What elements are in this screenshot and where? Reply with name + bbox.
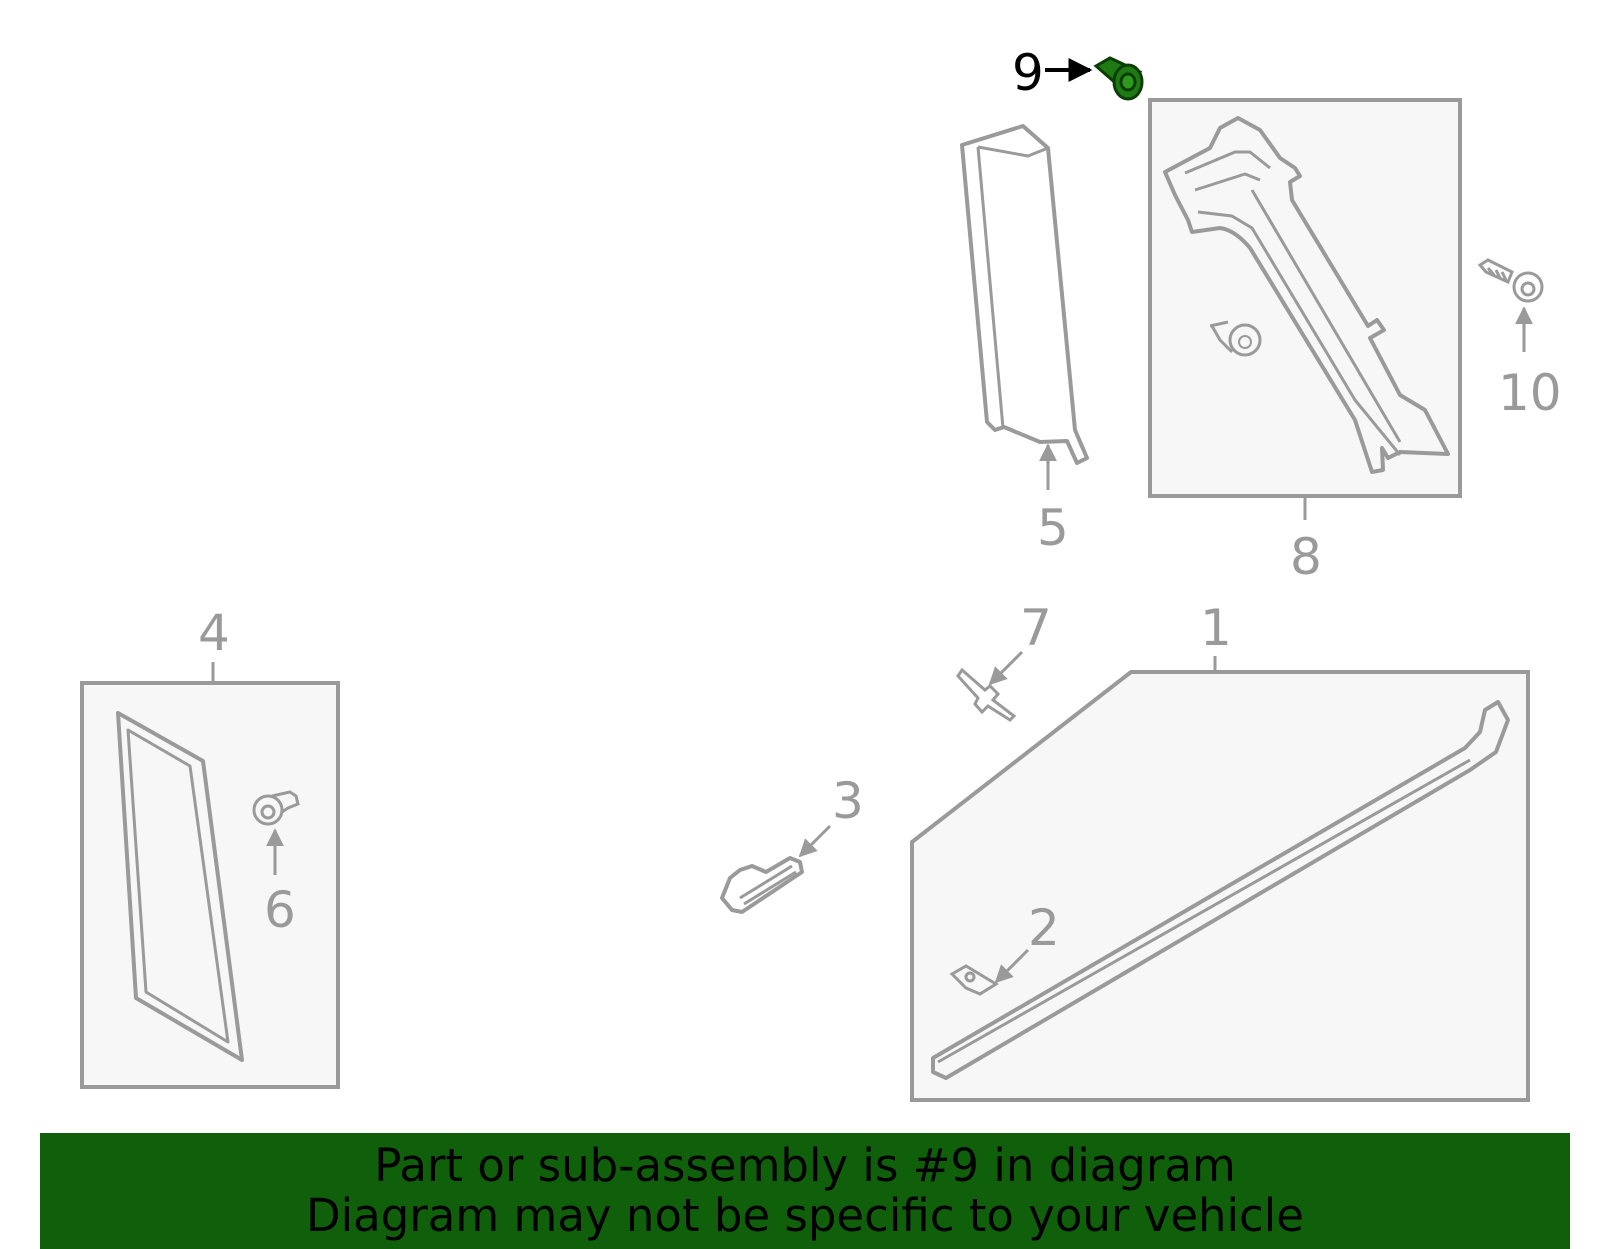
- part-5-inner: [976, 145, 1049, 429]
- banner-line-2: Diagram may not be specific to your vehi…: [306, 1189, 1304, 1242]
- part-4-garnish: [116, 711, 244, 1062]
- part-9-clip[interactable]: 9: [1012, 44, 1144, 102]
- part-1-scuff-plate: [931, 700, 1510, 1080]
- part-6-clip[interactable]: 6: [252, 790, 300, 939]
- part-6-icon: [271, 790, 300, 814]
- callout-5-label: 5: [1037, 499, 1069, 557]
- callout-4-label: 4: [198, 604, 230, 662]
- part-8-clip-icon: [1209, 320, 1234, 354]
- part-2-nut[interactable]: 2: [949, 899, 1060, 996]
- part-7-icon: [956, 667, 1017, 722]
- part-1-assembly[interactable]: 1: [910, 599, 1530, 1102]
- callout-3-label: 3: [832, 772, 864, 830]
- part-2-icon: [949, 964, 999, 996]
- part-8-trim: [1163, 116, 1450, 474]
- part-1-scuff-inner: [937, 758, 1471, 1064]
- part-8-trim-inner: [1184, 150, 1402, 456]
- callout-2-label: 2: [1028, 899, 1060, 957]
- part-4-box: [80, 681, 340, 1089]
- part-7-pin[interactable]: 7: [956, 599, 1052, 722]
- part-1-box: [910, 670, 1530, 1102]
- callout-9-label: 9: [1012, 44, 1044, 102]
- callout-1-label: 1: [1200, 599, 1232, 657]
- part-3-icon: [720, 856, 804, 914]
- callout-6-label: 6: [264, 881, 296, 939]
- callout-2-arrow: [994, 948, 1030, 984]
- part-9-icon: [1093, 56, 1144, 101]
- part-8-assembly[interactable]: 8: [1148, 98, 1462, 586]
- part-5-outline: [960, 124, 1089, 465]
- callout-10-label: 10: [1498, 364, 1562, 422]
- callout-7-arrow: [988, 650, 1024, 686]
- part-5-garnish[interactable]: 5: [960, 124, 1089, 557]
- part-3-cover[interactable]: 3: [720, 772, 864, 914]
- info-banner: Part or sub-assembly is #9 in diagram Di…: [40, 1133, 1570, 1249]
- part-4-garnish-inner: [126, 728, 230, 1044]
- part-3-icon-inner: [739, 864, 797, 906]
- callout-7-label: 7: [1020, 599, 1052, 657]
- part-10-icon: [1477, 258, 1514, 285]
- callout-3-arrow: [798, 824, 832, 858]
- part-4-assembly[interactable]: 4: [80, 604, 340, 1089]
- part-8-box: [1148, 98, 1462, 498]
- banner-line-1: Part or sub-assembly is #9 in diagram: [374, 1139, 1236, 1192]
- part-10-screw[interactable]: 10: [1477, 258, 1562, 422]
- callout-8-label: 8: [1290, 528, 1322, 586]
